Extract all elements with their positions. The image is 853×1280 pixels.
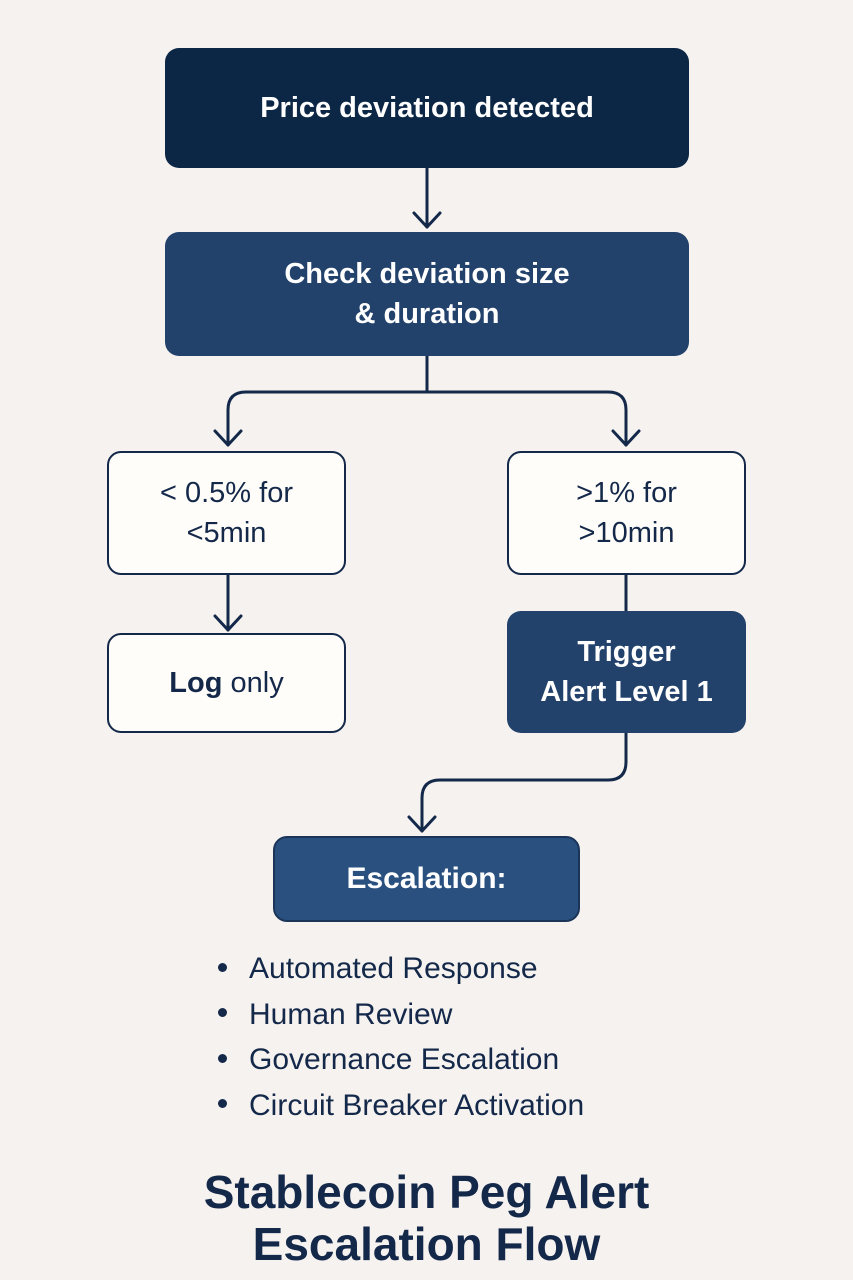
node-label-rest: only — [222, 667, 284, 699]
bullet-icon — [218, 1008, 227, 1018]
node-check-deviation: Check deviation size & duration — [165, 232, 689, 356]
arrow-check-to-high — [425, 390, 628, 447]
node-label-line2: <5min — [186, 517, 267, 549]
list-item: Circuit Breaker Activation — [218, 1083, 584, 1129]
list-item-text: Governance Escalation — [249, 1043, 560, 1076]
escalation-steps-list: Automated Response Human Review Governan… — [218, 946, 584, 1128]
node-label-line1: Check deviation size — [284, 258, 570, 290]
title-line2: Escalation Flow — [252, 1218, 601, 1270]
node-trigger-alert: Trigger Alert Level 1 — [507, 611, 746, 733]
arrowhead-check-to-high — [611, 429, 641, 447]
arrowhead-trigger-to-escalation — [407, 815, 437, 833]
list-item-text: Automated Response — [249, 952, 538, 985]
node-label: Log only — [169, 663, 283, 703]
arrowhead-low-to-log — [213, 614, 243, 632]
node-label: Escalation: — [346, 862, 507, 895]
list-item: Human Review — [218, 992, 584, 1038]
node-log-only: Log only — [107, 633, 346, 733]
node-label: Price deviation detected — [260, 92, 594, 124]
node-large-deviation: >1% for >10min — [507, 451, 746, 575]
arrow-check-to-low — [226, 390, 429, 447]
node-label-strong: Log — [169, 667, 223, 699]
node-label-line2: >10min — [578, 517, 675, 549]
node-label-line1: Trigger — [577, 636, 676, 668]
arrowhead-start-to-check — [412, 211, 442, 229]
list-item-text: Circuit Breaker Activation — [249, 1088, 585, 1122]
bullet-icon — [218, 962, 227, 972]
node-escalation: Escalation: — [273, 836, 580, 922]
node-label-line1: >1% for — [576, 477, 677, 509]
list-item-text: Human Review — [249, 997, 453, 1031]
node-label-line1: < 0.5% for — [160, 477, 293, 509]
list-item: Governance Escalation — [218, 1037, 584, 1083]
title-line1: Stablecoin Peg Alert — [203, 1166, 650, 1218]
bullet-icon — [218, 1099, 227, 1109]
bullet-icon — [218, 1053, 227, 1063]
arrowhead-check-to-low — [213, 429, 243, 447]
list-item: Automated Response — [218, 946, 584, 992]
node-price-deviation-detected: Price deviation detected — [165, 48, 689, 168]
node-label-line2: Alert Level 1 — [540, 676, 713, 708]
arrow-trigger-to-escalation — [420, 731, 628, 833]
page-title: Stablecoin Peg Alert Escalation Flow — [0, 1166, 853, 1270]
node-small-deviation: < 0.5% for <5min — [107, 451, 346, 575]
node-label-line2: & duration — [354, 298, 500, 330]
